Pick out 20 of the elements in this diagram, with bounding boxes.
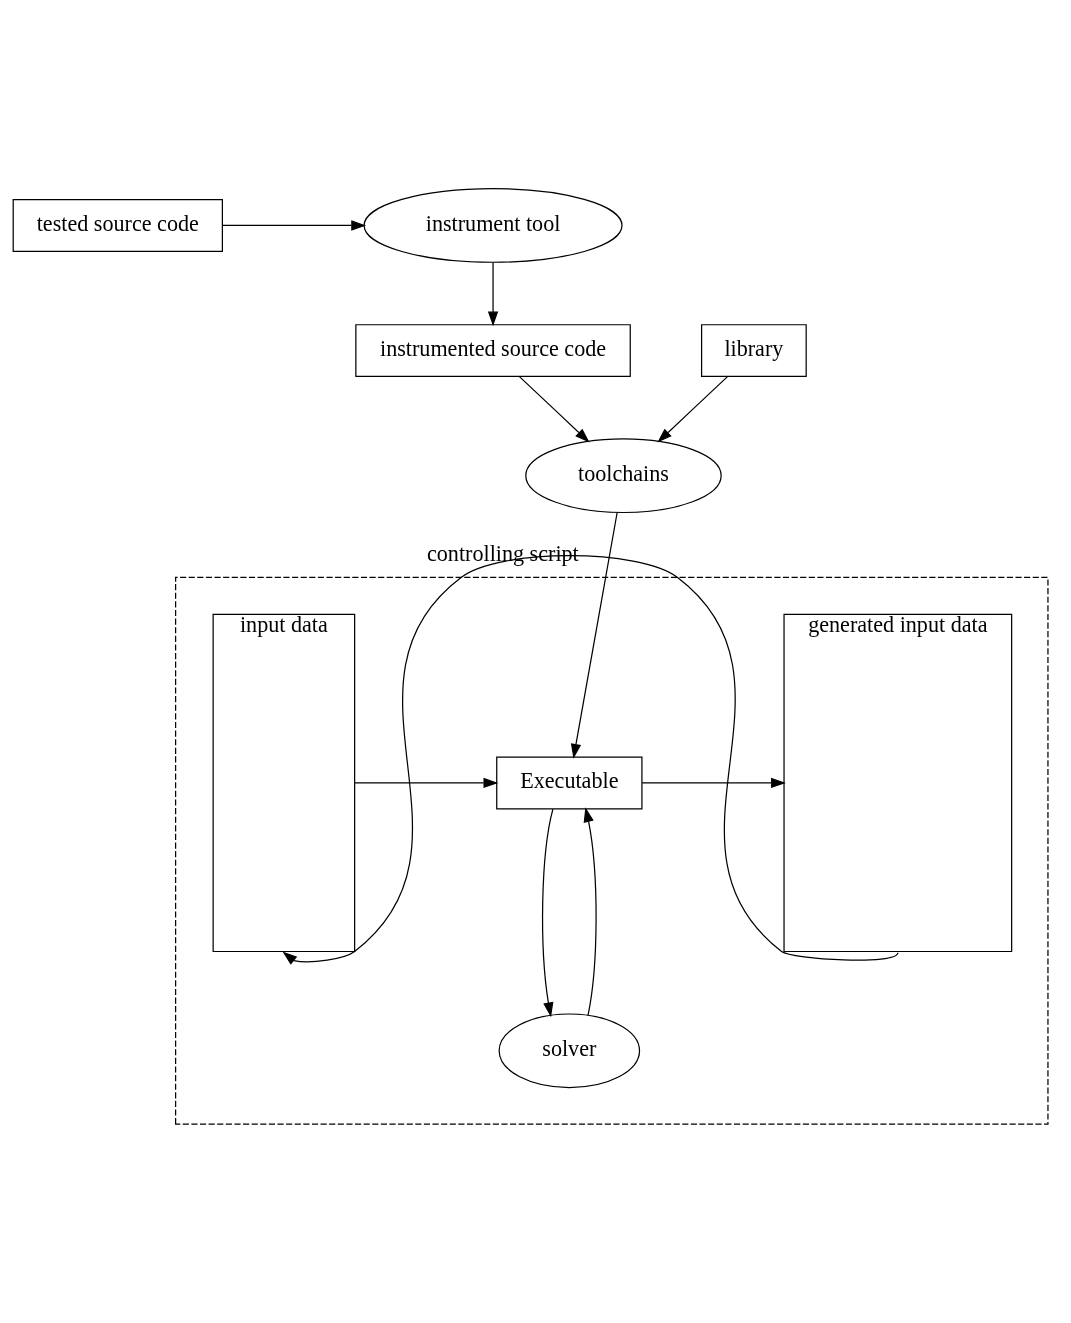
node-box: library <box>701 324 807 378</box>
node-box: tested source code <box>12 199 223 252</box>
arrow <box>583 807 597 1016</box>
node-ellipse: instrument tool <box>363 188 623 263</box>
arrow <box>354 777 499 789</box>
node-box: Executable <box>496 756 643 810</box>
node-ellipse: toolchains <box>525 438 722 514</box>
node-ellipse: solver <box>498 1013 641 1089</box>
cluster <box>175 576 1049 1125</box>
node-box: generated input data <box>783 613 1013 953</box>
arrow <box>541 808 554 1018</box>
arrow <box>282 555 899 965</box>
arrow <box>641 777 786 789</box>
arrow <box>570 511 618 759</box>
node-box: instrumented source code <box>355 324 631 378</box>
node-box: input data <box>212 613 356 953</box>
arrow <box>657 376 729 443</box>
arrow <box>518 376 590 443</box>
arrow <box>487 261 499 327</box>
arrow <box>222 220 367 231</box>
